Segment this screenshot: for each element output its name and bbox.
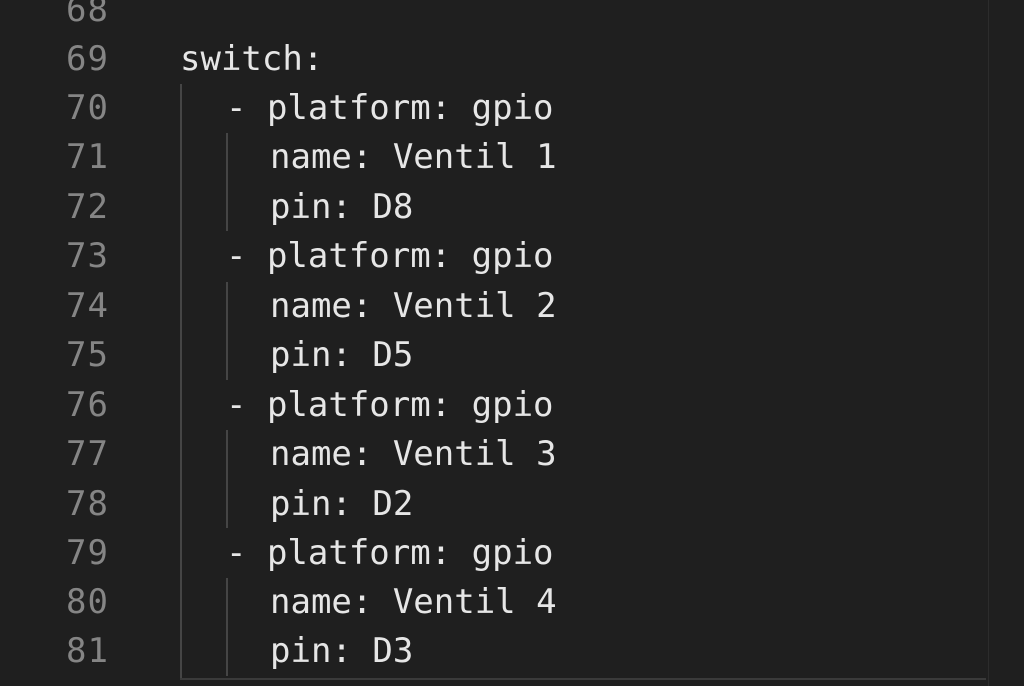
code-line[interactable]: 68 <box>0 0 980 36</box>
vertical-ruler <box>988 0 989 686</box>
code-text[interactable]: pin: D3 <box>270 631 414 671</box>
code-text[interactable]: - platform: gpio <box>226 385 554 425</box>
code-line[interactable]: 81 pin: D3 <box>0 627 980 677</box>
code-line[interactable]: 75 pin: D5 <box>0 331 980 381</box>
code-line[interactable]: 78 pin: D2 <box>0 480 980 530</box>
line-number: 73 <box>66 236 109 276</box>
indent-guide-item-3 <box>226 430 228 528</box>
code-line[interactable]: 79 - platform: gpio <box>0 529 980 579</box>
code-line[interactable]: 76 - platform: gpio <box>0 381 980 431</box>
code-text[interactable]: name: Ventil 2 <box>270 286 557 326</box>
line-number: 79 <box>66 533 109 573</box>
code-text[interactable]: - platform: gpio <box>226 88 554 128</box>
code-line[interactable]: 80 name: Ventil 4 <box>0 578 980 628</box>
line-number: 78 <box>66 484 109 524</box>
code-text[interactable]: name: Ventil 4 <box>270 582 557 622</box>
indent-guide-item-4 <box>226 578 228 676</box>
code-text[interactable]: pin: D5 <box>270 335 414 375</box>
code-line[interactable]: 71 name: Ventil 1 <box>0 133 980 183</box>
code-line[interactable]: 70 - platform: gpio <box>0 84 980 134</box>
line-number: 81 <box>66 631 109 671</box>
code-line[interactable]: 72 pin: D8 <box>0 183 980 233</box>
horizontal-divider <box>180 678 986 680</box>
code-text[interactable]: pin: D2 <box>270 484 414 524</box>
code-line[interactable]: 77 name: Ventil 3 <box>0 430 980 480</box>
line-number: 69 <box>66 39 109 79</box>
indent-guide-item-2 <box>226 282 228 380</box>
indent-guide-item-1 <box>226 133 228 231</box>
indent-guide-level-1 <box>180 84 182 678</box>
line-number: 70 <box>66 88 109 128</box>
line-number: 80 <box>66 582 109 622</box>
code-text[interactable]: name: Ventil 1 <box>270 137 557 177</box>
code-line[interactable]: 74 name: Ventil 2 <box>0 282 980 332</box>
code-line[interactable]: 69 switch: <box>0 35 980 85</box>
code-text[interactable]: - platform: gpio <box>226 236 554 276</box>
line-number: 74 <box>66 286 109 326</box>
code-text[interactable]: switch: <box>180 39 324 79</box>
code-line[interactable]: 73 - platform: gpio <box>0 232 980 282</box>
line-number: 71 <box>66 137 109 177</box>
code-text[interactable]: - platform: gpio <box>226 533 554 573</box>
line-number: 76 <box>66 385 109 425</box>
line-number: 72 <box>66 187 109 227</box>
line-number: 77 <box>66 434 109 474</box>
line-number: 68 <box>66 0 109 30</box>
code-text[interactable]: pin: D8 <box>270 187 414 227</box>
line-number: 75 <box>66 335 109 375</box>
code-text[interactable]: name: Ventil 3 <box>270 434 557 474</box>
